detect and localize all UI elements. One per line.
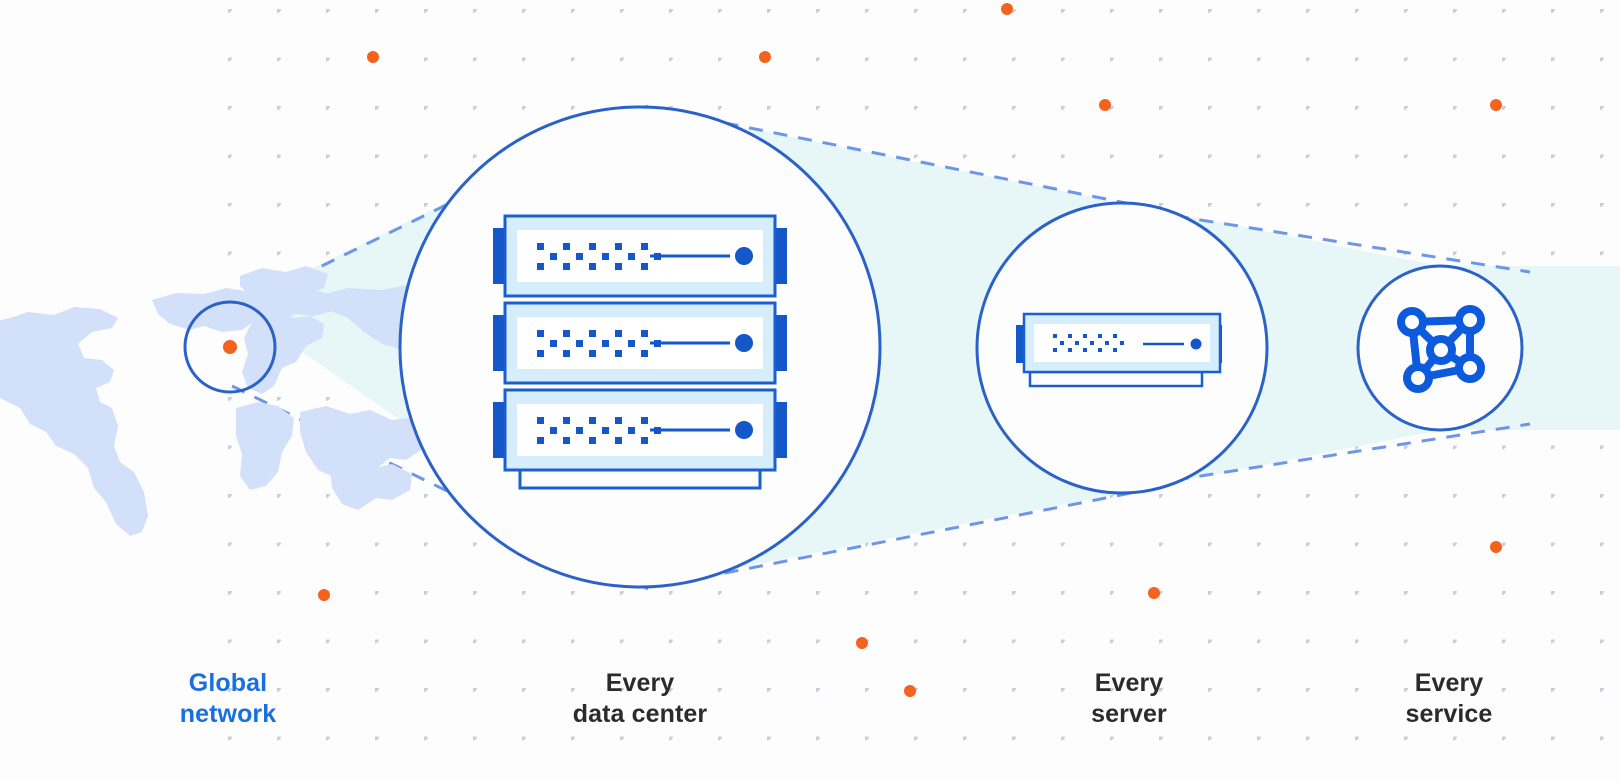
status-indicator-dot	[735, 334, 753, 352]
status-indicator-dot	[735, 421, 753, 439]
accent-dot	[1148, 587, 1160, 599]
rack-unit	[493, 214, 787, 298]
accent-dot	[904, 685, 916, 697]
mesh-node-top-left	[1397, 307, 1427, 337]
led-matrix	[537, 243, 661, 270]
stage-label-every-data-center: Every data center	[572, 669, 708, 728]
map-highlight-circle	[183, 300, 277, 394]
stage-label-every-server: Every server	[1091, 669, 1167, 728]
accent-dot	[367, 51, 379, 63]
rack-unit	[493, 388, 787, 472]
stage-label-global-network: Global network	[179, 669, 277, 728]
accent-dot	[1099, 99, 1111, 111]
status-indicator-dot	[1190, 338, 1202, 350]
mesh-node-center	[1426, 335, 1456, 365]
server-rack-icon	[493, 214, 787, 490]
service-mesh-icon	[1397, 305, 1485, 393]
accent-dot-group	[318, 3, 1502, 697]
accent-dot	[856, 637, 868, 649]
single-server-icon	[1016, 312, 1222, 388]
mesh-node-bottom-right	[1455, 353, 1485, 383]
accent-dot	[1490, 541, 1502, 553]
accent-dot	[759, 51, 771, 63]
stage-label-every-service: Every service	[1405, 669, 1493, 728]
accent-dot	[318, 589, 330, 601]
led-matrix	[1053, 334, 1124, 352]
accent-dot	[1001, 3, 1013, 15]
status-indicator-dot	[735, 247, 753, 265]
mesh-node-top-right	[1455, 305, 1485, 335]
map-location-marker	[223, 340, 237, 354]
rack-unit	[493, 301, 787, 385]
server-base-plate	[1028, 370, 1204, 388]
accent-dot	[1490, 99, 1502, 111]
mesh-node-bottom-left	[1403, 363, 1433, 393]
